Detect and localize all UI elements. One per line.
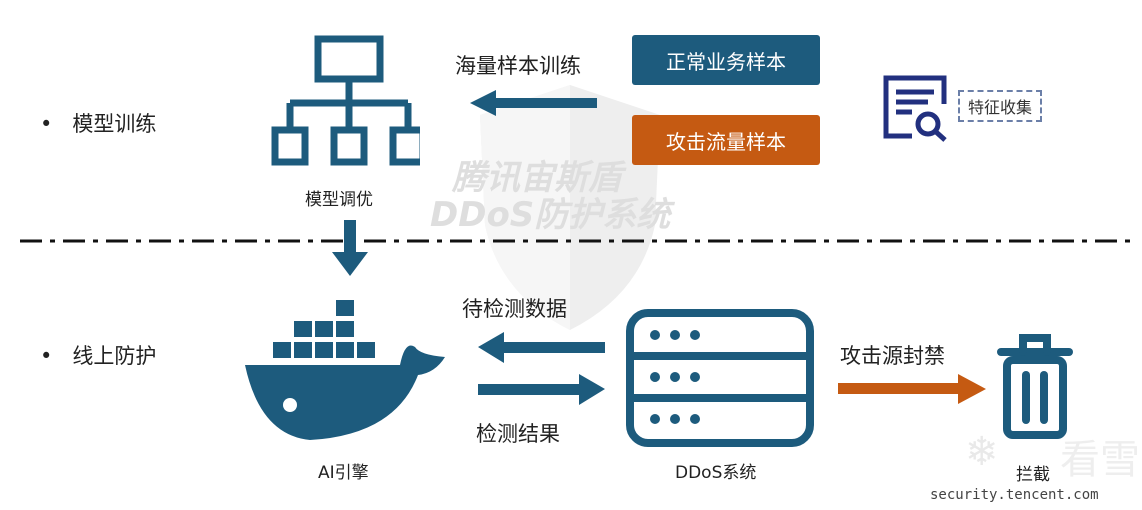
watermark-text-2: DDoS防护系统 [430, 195, 671, 235]
result-arrow-label: 检测结果 [476, 422, 560, 446]
document-search-icon [883, 75, 947, 142]
url-watermark: security.tencent.com [930, 487, 1099, 503]
trash-icon [997, 334, 1073, 439]
left-arrow-icon [470, 90, 597, 116]
hierarchy-icon [271, 35, 420, 166]
watermark-text-1: 腾讯宙斯盾 [452, 158, 622, 198]
docker-whale-icon [245, 300, 445, 440]
feature-collection-label: 特征收集 [958, 90, 1043, 122]
section-training-label: 模型训练 [72, 112, 157, 136]
section-training: • 模型训练 [40, 112, 157, 136]
section-online-label: 线上防护 [72, 344, 157, 368]
bidirectional-arrows-icon [478, 332, 605, 405]
ai-engine-label: AI引擎 [318, 463, 369, 483]
down-arrow-icon [332, 220, 368, 276]
block-label: 拦截 [1016, 465, 1050, 485]
section-divider [20, 239, 1130, 243]
server-icon [626, 309, 814, 447]
section-online: • 线上防护 [40, 344, 157, 368]
right-arrow-orange-icon [838, 374, 986, 404]
block-arrow-label: 攻击源封禁 [840, 344, 945, 368]
model-tuning-label: 模型调优 [305, 190, 373, 210]
ddos-system-label: DDoS系统 [675, 463, 757, 483]
shield-watermark-icon [480, 85, 660, 330]
normal-samples-box: 正常业务样本 [632, 35, 820, 85]
snowflake-watermark-icon: ❄ [965, 429, 999, 475]
attack-samples-box: 攻击流量样本 [632, 115, 820, 165]
training-arrow-label: 海量样本训练 [455, 54, 581, 78]
site-watermark: 看雪 [1060, 437, 1140, 483]
request-arrow-label: 待检测数据 [462, 297, 567, 321]
